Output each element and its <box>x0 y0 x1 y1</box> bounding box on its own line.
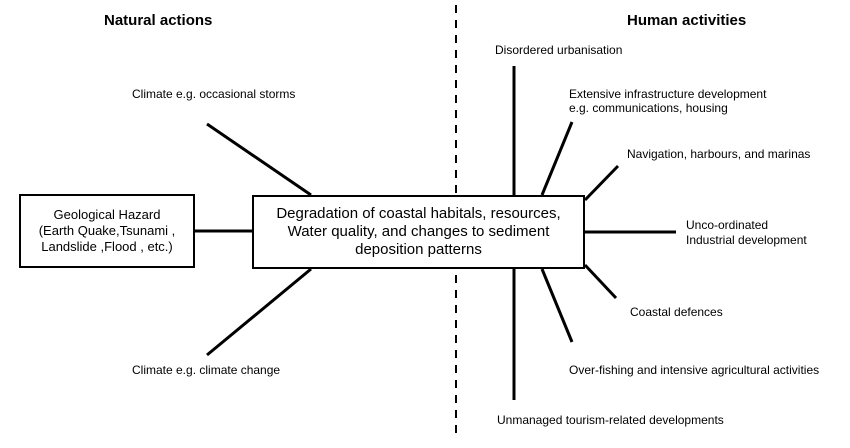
geo-box-line-3: Landslide ,Flood , etc.) <box>41 239 173 254</box>
label-overfishing: Over-fishing and intensive agricultural … <box>569 363 820 377</box>
spoke-infrastructure <box>540 121 574 196</box>
spoke-storms <box>206 122 312 197</box>
geological-hazard-box: Geological Hazard (Earth Quake,Tsunami ,… <box>19 194 195 268</box>
label-unmanaged-tourism: Unmanaged tourism-related developments <box>497 413 724 427</box>
spoke-overfishing <box>540 268 574 343</box>
central-impact-box: Degradation of coastal habitals, resourc… <box>252 195 585 269</box>
label-disordered-urbanisation: Disordered urbanisation <box>495 43 623 57</box>
label-coastal-defences: Coastal defences <box>630 305 723 319</box>
label-infrastructure-line-1: Extensive infrastructure development <box>569 87 767 101</box>
spoke-climate-change <box>206 267 312 357</box>
label-industrial-line-1: Unco-ordinated <box>686 218 769 232</box>
label-infrastructure-line-2: e.g. communications, housing <box>569 101 728 115</box>
label-industrial-line-2: Industrial development <box>686 233 807 247</box>
label-occasional-storms: Climate e.g. occasional storms <box>132 87 296 101</box>
geo-box-line-2: (Earth Quake,Tsunami , <box>38 223 176 238</box>
label-navigation: Navigation, harbours, and marinas <box>627 147 811 161</box>
heading-human-activities: Human activities <box>627 12 747 29</box>
center-box-line-1: Degradation of coastal habitals, resourc… <box>276 205 561 222</box>
center-box-line-3: deposition patterns <box>355 241 482 258</box>
heading-natural-actions: Natural actions <box>104 12 213 29</box>
center-box-line-2: Water quality, and changes to sediment <box>287 223 550 240</box>
geo-box-line-1: Geological Hazard <box>53 207 161 222</box>
spoke-navigation <box>583 164 620 202</box>
label-climate-change: Climate e.g. climate change <box>132 363 281 377</box>
spoke-defences <box>583 263 618 300</box>
